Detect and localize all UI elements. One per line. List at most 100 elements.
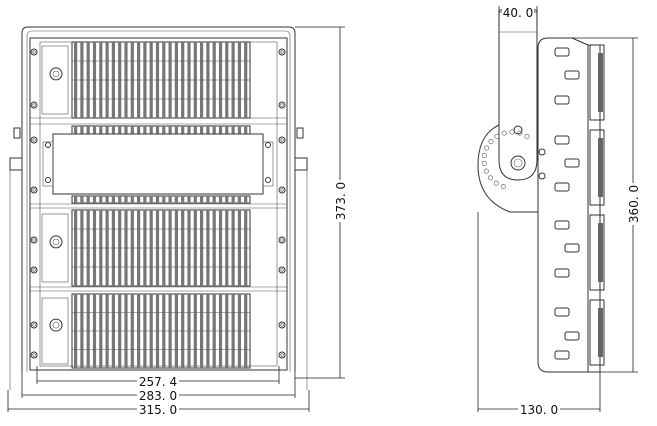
driver-screw-icon bbox=[45, 142, 51, 148]
heatsink-fin bbox=[187, 196, 191, 203]
led-module bbox=[589, 44, 605, 121]
front-view: 373. 0 257. 4 283. 0 315. 0 bbox=[7, 26, 348, 417]
screw-icon bbox=[30, 136, 38, 144]
heatsink-fin bbox=[74, 196, 78, 203]
heatsink-fin bbox=[181, 126, 185, 134]
heatsink-module bbox=[41, 41, 251, 119]
dim-depth: 130. 0 bbox=[477, 212, 601, 417]
dim-label-373: 373. 0 bbox=[334, 182, 348, 220]
heatsink-fin bbox=[212, 196, 216, 203]
side-panel bbox=[41, 213, 69, 283]
adjust-knob-left bbox=[9, 157, 23, 171]
heatsink-outline bbox=[71, 195, 251, 204]
side-screw bbox=[538, 172, 546, 180]
side-screw bbox=[538, 148, 546, 156]
screw-icon bbox=[30, 236, 38, 244]
hinge-disk bbox=[477, 124, 538, 213]
angle-hole bbox=[488, 138, 494, 144]
heatsink-fin bbox=[118, 196, 122, 203]
heatsink-fin bbox=[80, 196, 84, 203]
dim-overall-width: 315. 0 bbox=[7, 390, 310, 417]
heatsink-fin bbox=[206, 196, 210, 203]
dim-bracket-width: 40. 0 bbox=[498, 5, 538, 26]
mounting-slot bbox=[564, 243, 580, 253]
heatsink-fin bbox=[80, 126, 84, 134]
led-lens bbox=[598, 308, 603, 357]
heatsink-module bbox=[71, 195, 251, 204]
screw-icon bbox=[278, 136, 286, 144]
heatsink-fin bbox=[92, 196, 97, 203]
heatsink-fin bbox=[200, 196, 204, 203]
heatsink-fin bbox=[137, 196, 141, 203]
mounting-slot bbox=[564, 331, 580, 341]
heatsink-fin bbox=[111, 126, 115, 134]
led-module bbox=[589, 299, 605, 366]
heatsink-fin bbox=[162, 126, 166, 134]
heatsink-fin bbox=[225, 196, 229, 203]
dim-label-40: 40. 0 bbox=[503, 6, 534, 20]
mounting-slot bbox=[554, 350, 570, 360]
heatsink-module bbox=[41, 293, 251, 369]
driver-mount-right bbox=[262, 141, 274, 187]
angle-hole bbox=[524, 133, 530, 139]
mounting-slot bbox=[554, 95, 570, 105]
angle-hole bbox=[487, 175, 493, 181]
heatsink-fin bbox=[237, 196, 241, 203]
heatsink-fin bbox=[86, 126, 90, 134]
mounting-slot bbox=[554, 135, 570, 145]
heatsink-fin bbox=[162, 196, 166, 203]
angle-hole bbox=[493, 180, 499, 186]
heatsink-fin bbox=[149, 196, 153, 203]
screw-icon bbox=[278, 236, 286, 244]
heatsink-fin bbox=[118, 126, 122, 134]
heatsink-fin bbox=[130, 196, 134, 203]
bracket-arm bbox=[498, 9, 538, 181]
heatsink-fin bbox=[168, 126, 172, 134]
heatsink-fin bbox=[74, 126, 78, 134]
heatsink-fin bbox=[244, 126, 248, 134]
mounting-slot bbox=[554, 182, 570, 192]
heatsink-fin bbox=[174, 126, 178, 134]
mounting-slot bbox=[564, 70, 580, 80]
heatsink-fin bbox=[124, 126, 128, 134]
led-lens bbox=[598, 138, 603, 197]
dim-inner-width: 257. 4 bbox=[36, 366, 280, 389]
driver-screw-icon bbox=[265, 177, 271, 183]
screw-icon bbox=[278, 186, 286, 194]
angle-hole bbox=[481, 153, 487, 159]
heatsink-fin bbox=[137, 126, 141, 134]
heatsink-fin bbox=[231, 126, 235, 134]
screw-icon bbox=[278, 101, 286, 109]
lock-screw bbox=[513, 125, 523, 135]
screw-icon bbox=[278, 351, 286, 359]
heatsink-fin bbox=[99, 126, 103, 134]
screw-icon bbox=[278, 266, 286, 274]
led-lens bbox=[598, 53, 603, 112]
heatsink-module bbox=[71, 125, 251, 135]
heatsink-fin bbox=[111, 196, 115, 203]
side-panel bbox=[41, 297, 69, 365]
heatsink-fin bbox=[206, 126, 210, 134]
screw-icon bbox=[30, 48, 38, 56]
screw-icon bbox=[30, 101, 38, 109]
bracket-outline bbox=[21, 26, 296, 372]
mounting-slot bbox=[554, 47, 570, 57]
screw-icon bbox=[30, 186, 38, 194]
heatsink-fin bbox=[86, 196, 90, 203]
mounting-slot bbox=[564, 158, 580, 168]
angle-hole bbox=[481, 161, 487, 167]
angle-hole bbox=[494, 133, 500, 139]
angle-hole bbox=[500, 184, 506, 190]
heatsink-fin bbox=[193, 126, 197, 134]
led-module bbox=[589, 214, 605, 291]
screw-icon bbox=[30, 266, 38, 274]
dim-label-283: 283. 0 bbox=[139, 389, 177, 403]
angle-hole bbox=[509, 129, 515, 135]
heatsink-fin bbox=[237, 126, 241, 134]
mounting-slot bbox=[554, 220, 570, 230]
led-module bbox=[589, 129, 605, 206]
knob-left-top bbox=[13, 127, 21, 139]
heatsink-outline bbox=[71, 125, 251, 135]
dim-label-360: 360. 0 bbox=[627, 185, 641, 223]
mounting-slot bbox=[554, 268, 570, 278]
